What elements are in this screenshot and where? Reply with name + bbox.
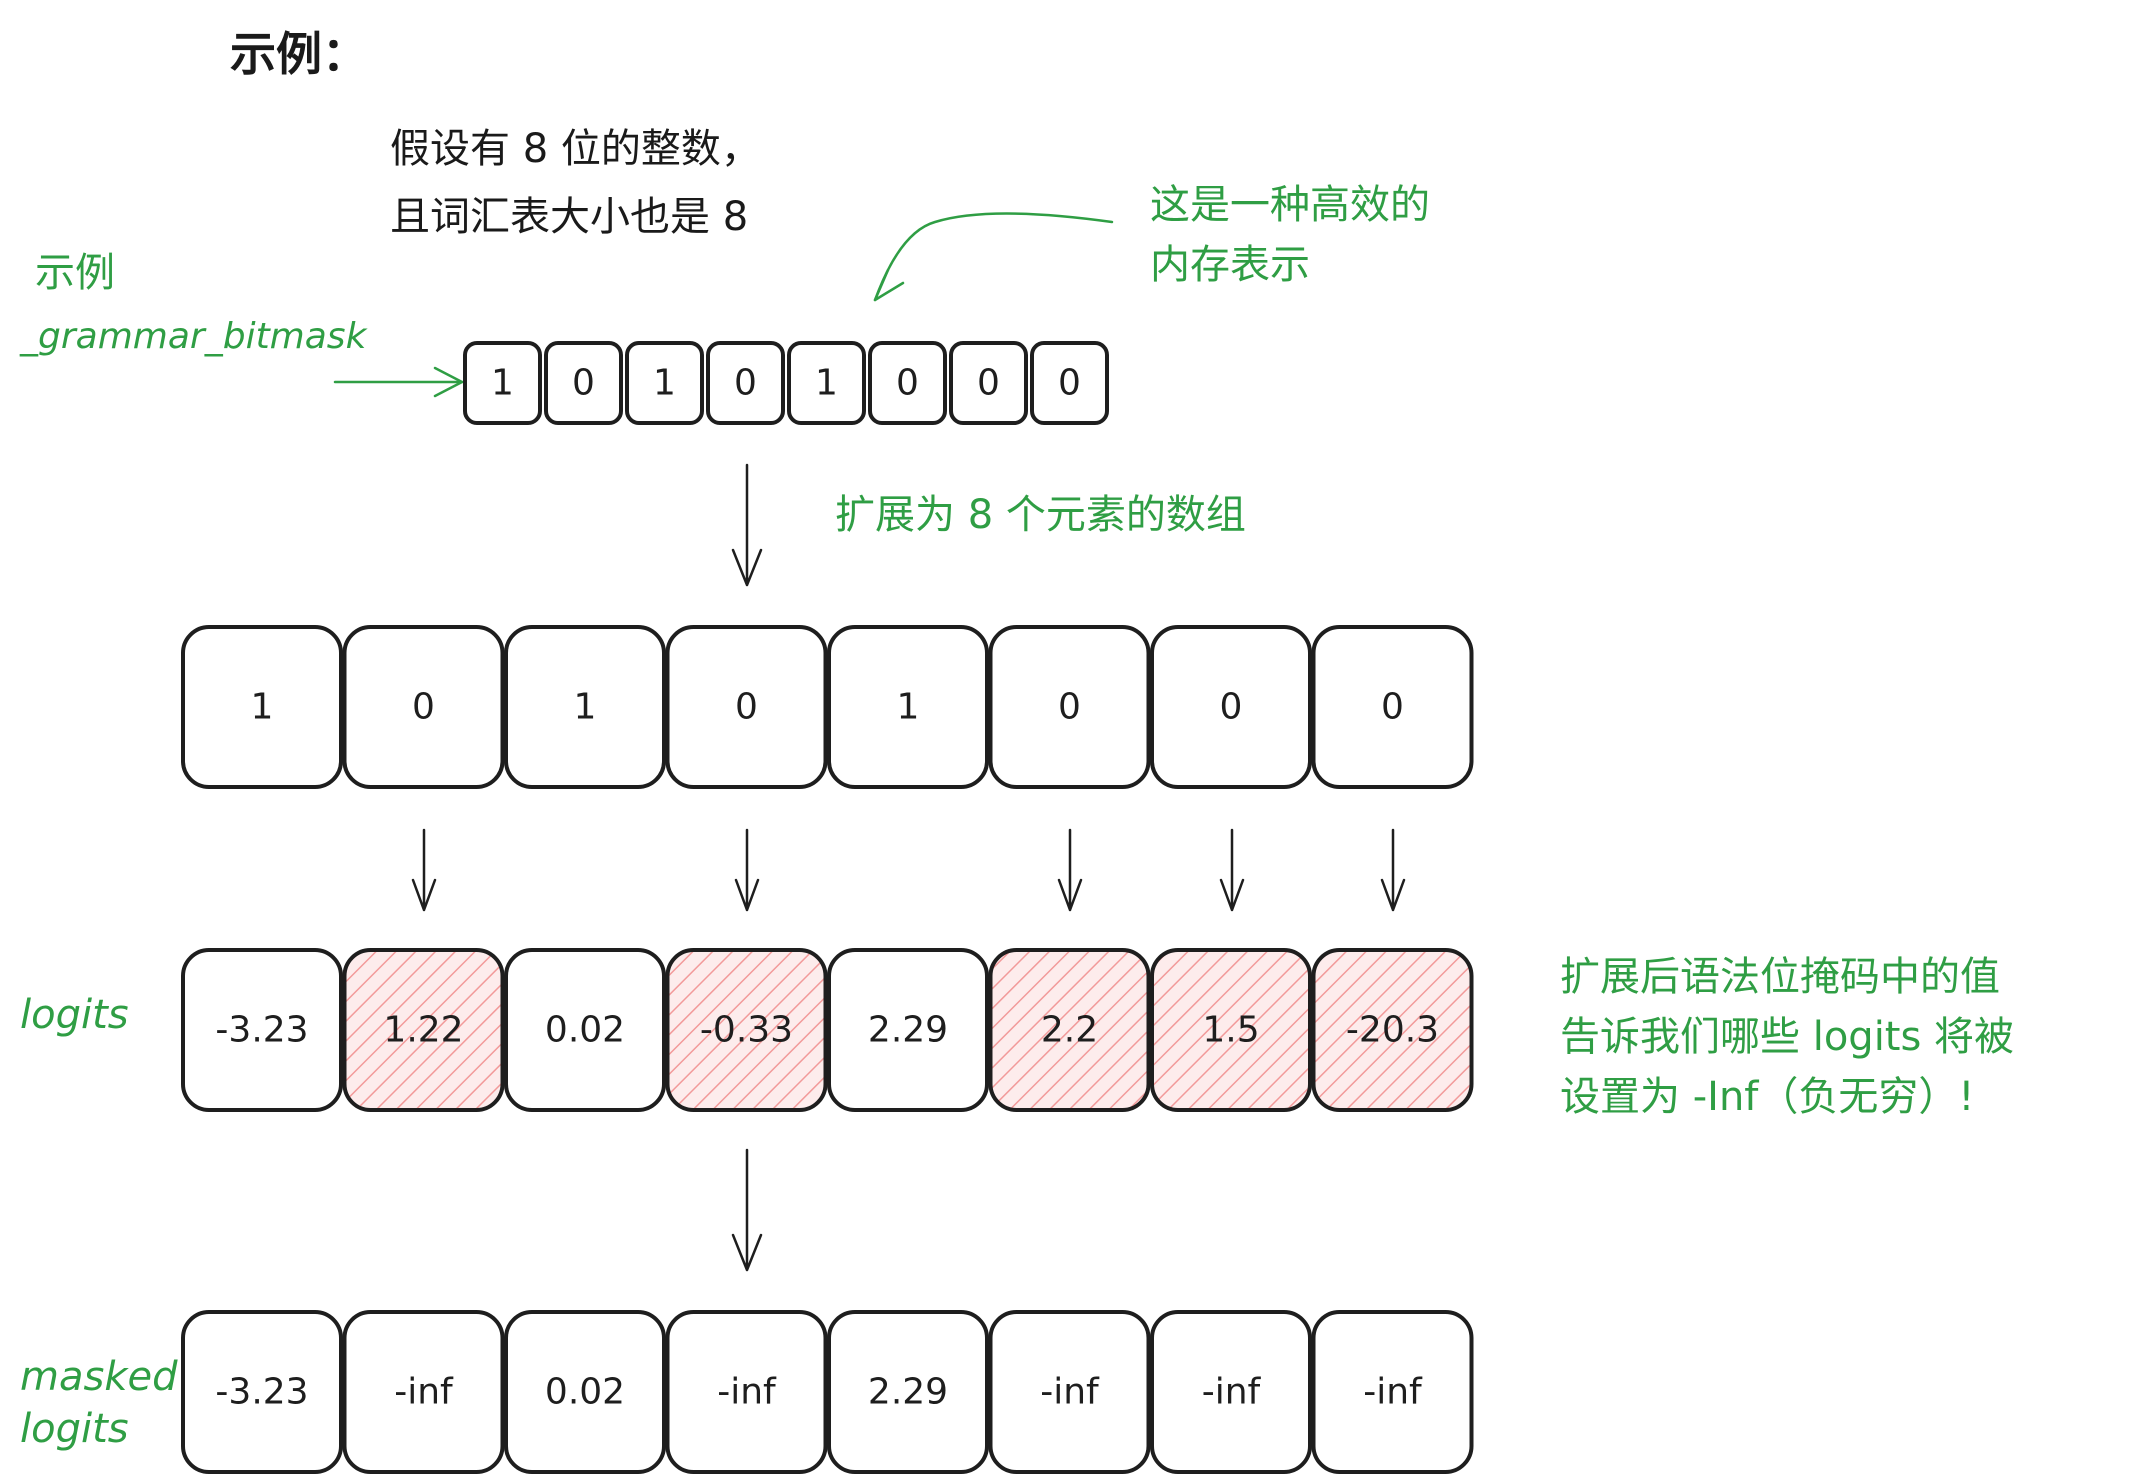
expand-arrow <box>731 463 763 587</box>
logits-cell-0 <box>181 948 343 1112</box>
logits-value-5: 2.2 <box>1041 1010 1098 1051</box>
bitmask-value-4: 1 <box>815 363 838 404</box>
expanded-value-4: 1 <box>897 687 920 728</box>
intro-line-2: 且词汇表大小也是 8 <box>390 194 748 240</box>
bitmask-cell-7 <box>1030 341 1109 425</box>
masked-logits-value-1: -inf <box>394 1372 454 1413</box>
logits-label: logits <box>20 992 129 1038</box>
masked-logits-cell-0 <box>181 1310 343 1474</box>
expanded-cell-2 <box>504 625 666 789</box>
masked-logits-cell-2 <box>504 1310 666 1474</box>
expanded-cell-1 <box>342 625 505 789</box>
logits-cell-1-masked <box>342 948 505 1112</box>
expanded-value-1: 0 <box>412 687 435 728</box>
logits-row: -3.23 1.22 0.02 -0.33 2.29 2.2 1.5 -20.3 <box>181 948 1474 1112</box>
logits-value-1: 1.22 <box>383 1010 463 1051</box>
masked-logits-cell-7 <box>1311 1310 1474 1474</box>
logits-cell-7-masked <box>1311 948 1474 1112</box>
expanded-cell-7 <box>1311 625 1474 789</box>
explain-note-line-1: 扩展后语法位掩码中的值 <box>1560 954 2000 1000</box>
masked-logits-value-7: -inf <box>1363 1372 1423 1413</box>
masked-logits-cell-1 <box>342 1310 505 1474</box>
expanded-cell-6 <box>1150 625 1312 789</box>
efficient-note-arrow <box>873 212 1114 302</box>
bitmask-value-0: 1 <box>491 363 514 404</box>
bitmask-label-arrow <box>333 366 464 398</box>
bitmask-cell-0 <box>463 341 542 425</box>
bitmask-value-1: 0 <box>572 363 595 404</box>
efficient-note-line-2: 内存表示 <box>1150 242 1310 288</box>
logits-value-6: 1.5 <box>1202 1010 1259 1051</box>
logits-cell-5-masked <box>988 948 1151 1112</box>
bitmask-value-7: 0 <box>1058 363 1081 404</box>
intro-line-1: 假设有 8 位的整数， <box>390 126 761 172</box>
bitmask-cell-3 <box>706 341 785 425</box>
expanded-cell-5 <box>988 625 1151 789</box>
expanded-cell-0 <box>181 625 343 789</box>
page-title: 示例： <box>230 27 368 81</box>
bitmask-cell-4 <box>787 341 866 425</box>
explain-note-line-2: 告诉我们哪些 logits 将被 <box>1560 1014 2014 1060</box>
expanded-value-7: 0 <box>1381 687 1404 728</box>
logits-cell-6-masked <box>1150 948 1312 1112</box>
example-label: 示例 <box>35 250 115 296</box>
masked-logits-value-3: -inf <box>717 1372 777 1413</box>
bitmask-cell-1 <box>544 341 623 425</box>
bitmask-value-3: 0 <box>734 363 757 404</box>
expanded-row: 1 0 1 0 1 0 0 0 <box>181 625 1474 789</box>
expanded-value-5: 0 <box>1058 687 1081 728</box>
explain-note-line-3: 设置为 -Inf（负无穷）! <box>1560 1074 1974 1120</box>
bitmask-cell-5 <box>868 341 947 425</box>
bitmask-value-6: 0 <box>977 363 1000 404</box>
logits-value-2: 0.02 <box>545 1010 625 1051</box>
masked-logits-value-6: -inf <box>1202 1372 1262 1413</box>
expanded-cell-3 <box>665 625 828 789</box>
expanded-cell-4 <box>827 625 989 789</box>
logits-value-0: -3.23 <box>215 1010 308 1051</box>
expand-note: 扩展为 8 个元素的数组 <box>835 492 1246 538</box>
logits-cell-4 <box>827 948 989 1112</box>
masked-logits-cell-6 <box>1150 1310 1312 1474</box>
masked-logits-label-line-2: logits <box>20 1406 129 1452</box>
bitmask-cell-6 <box>949 341 1028 425</box>
masked-logits-row: -3.23 -inf 0.02 -inf 2.29 -inf -inf -inf <box>181 1310 1474 1474</box>
logits-value-3: -0.33 <box>700 1010 793 1051</box>
masked-logits-cell-3 <box>665 1310 828 1474</box>
bitmask-cell-2 <box>625 341 704 425</box>
result-arrow <box>731 1148 763 1272</box>
expanded-value-2: 1 <box>574 687 597 728</box>
masked-logits-value-0: -3.23 <box>215 1372 308 1413</box>
masked-logits-cell-4 <box>827 1310 989 1474</box>
expanded-value-6: 0 <box>1220 687 1243 728</box>
masked-logits-value-5: -inf <box>1040 1372 1100 1413</box>
masked-logits-label-line-1: masked <box>20 1354 178 1400</box>
bitmask-name-label: _grammar_bitmask <box>19 316 369 357</box>
logits-value-4: 2.29 <box>868 1010 948 1051</box>
masked-logits-cell-5 <box>988 1310 1151 1474</box>
bitmask-row: 1 0 1 0 1 0 0 0 <box>463 341 1109 425</box>
logits-value-7: -20.3 <box>1346 1010 1439 1051</box>
bitmask-value-5: 0 <box>896 363 919 404</box>
logits-cell-3-masked <box>665 948 828 1112</box>
expanded-value-0: 1 <box>251 687 274 728</box>
logits-cell-2 <box>504 948 666 1112</box>
efficient-note-line-1: 这是一种高效的 <box>1150 182 1430 228</box>
masked-logits-value-4: 2.29 <box>868 1372 948 1413</box>
bitmask-value-2: 1 <box>653 363 676 404</box>
masked-logits-value-2: 0.02 <box>545 1372 625 1413</box>
mask-apply-arrows <box>411 828 1406 912</box>
expanded-value-3: 0 <box>735 687 758 728</box>
